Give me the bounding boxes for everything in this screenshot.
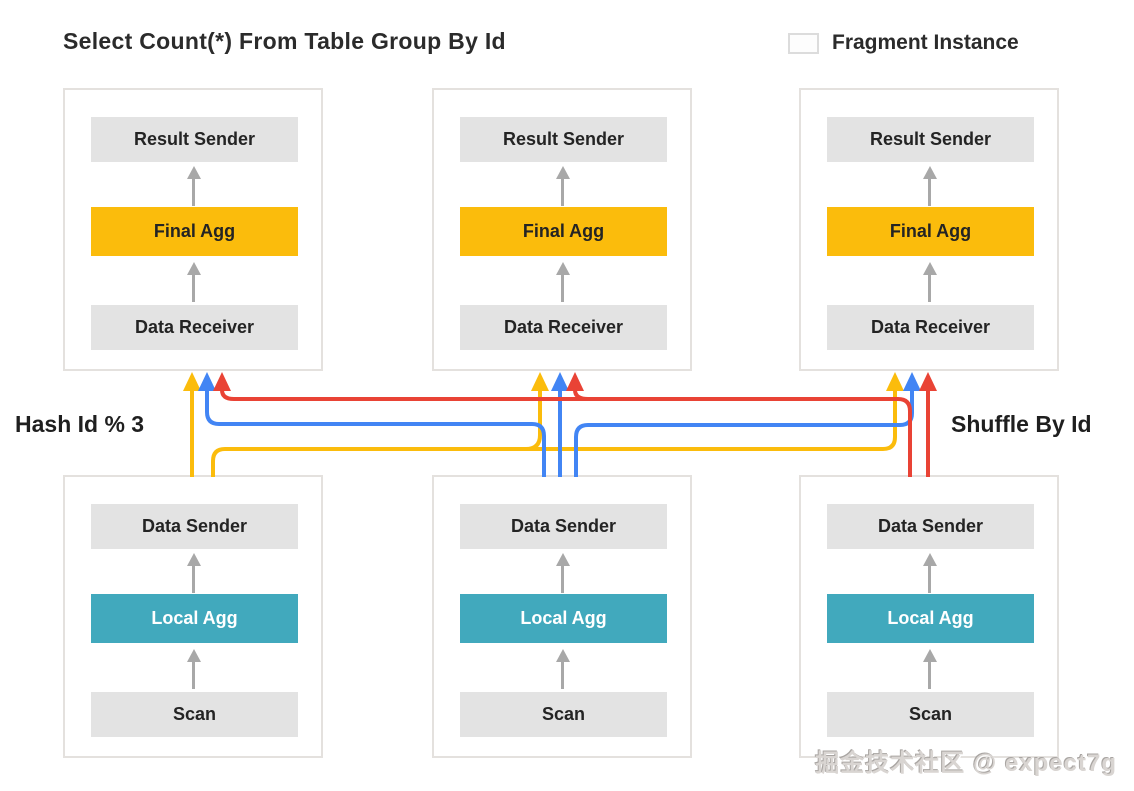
node-data-receiver: Data Receiver xyxy=(91,305,298,350)
node-scan: Scan xyxy=(460,692,667,737)
top-fragment-2: Result Sender Final Agg Data Receiver xyxy=(432,88,692,371)
up-arrow-icon xyxy=(187,553,201,593)
arrowhead-yellow-icon xyxy=(531,372,549,391)
node-data-sender: Data Sender xyxy=(460,504,667,549)
node-scan: Scan xyxy=(827,692,1034,737)
node-data-sender: Data Sender xyxy=(827,504,1034,549)
arrowhead-blue-icon xyxy=(551,372,569,391)
fragment-instance-swatch-icon xyxy=(788,32,819,54)
node-scan: Scan xyxy=(91,692,298,737)
up-arrow-icon xyxy=(556,166,570,206)
node-result-sender: Result Sender xyxy=(827,117,1034,162)
arrowhead-yellow-icon xyxy=(886,372,904,391)
shuffle-line-red-to-top2 xyxy=(573,389,589,401)
arrowhead-red-icon xyxy=(213,372,231,391)
node-final-agg: Final Agg xyxy=(91,207,298,256)
up-arrow-icon xyxy=(923,553,937,593)
up-arrow-icon xyxy=(187,166,201,206)
shuffle-line-yellow-horizontal xyxy=(211,390,897,477)
up-arrow-icon xyxy=(187,649,201,689)
arrowhead-blue-icon xyxy=(903,372,921,391)
shuffle-line-blue-to-top1 xyxy=(205,390,546,477)
up-arrow-icon xyxy=(187,262,201,302)
up-arrow-icon xyxy=(556,649,570,689)
shuffle-line-blue-to-top3 xyxy=(574,390,914,477)
node-local-agg: Local Agg xyxy=(460,594,667,643)
node-data-receiver: Data Receiver xyxy=(827,305,1034,350)
shuffle-left-label: Hash Id % 3 xyxy=(15,411,145,437)
bottom-fragment-3: Data Sender Local Agg Scan xyxy=(799,475,1059,758)
node-data-receiver: Data Receiver xyxy=(460,305,667,350)
page-title: Select Count(*) From Table Group By Id xyxy=(63,28,506,54)
node-result-sender: Result Sender xyxy=(460,117,667,162)
node-local-agg: Local Agg xyxy=(91,594,298,643)
node-final-agg: Final Agg xyxy=(460,207,667,256)
bottom-fragment-2: Data Sender Local Agg Scan xyxy=(432,475,692,758)
node-data-sender: Data Sender xyxy=(91,504,298,549)
bottom-fragment-1: Data Sender Local Agg Scan xyxy=(63,475,323,758)
up-arrow-icon xyxy=(923,262,937,302)
node-final-agg: Final Agg xyxy=(827,207,1034,256)
shuffle-line-yellow-to-top2 xyxy=(525,390,542,451)
legend: Fragment Instance xyxy=(788,31,1019,55)
up-arrow-icon xyxy=(923,166,937,206)
top-fragment-1: Result Sender Final Agg Data Receiver xyxy=(63,88,323,371)
watermark: 掘金技术社区 @ expect7g xyxy=(815,750,1117,777)
up-arrow-icon xyxy=(556,553,570,593)
top-fragment-3: Result Sender Final Agg Data Receiver xyxy=(799,88,1059,371)
arrowhead-red-icon xyxy=(919,372,937,391)
arrowhead-blue-icon xyxy=(198,372,216,391)
arrowhead-red-icon xyxy=(566,372,584,391)
up-arrow-icon xyxy=(556,262,570,302)
arrowhead-yellow-icon xyxy=(183,372,201,391)
shuffle-line-red-horizontal xyxy=(220,389,912,477)
up-arrow-icon xyxy=(923,649,937,689)
legend-label: Fragment Instance xyxy=(832,31,1019,54)
node-local-agg: Local Agg xyxy=(827,594,1034,643)
node-result-sender: Result Sender xyxy=(91,117,298,162)
shuffle-right-label: Shuffle By Id xyxy=(951,411,1092,437)
